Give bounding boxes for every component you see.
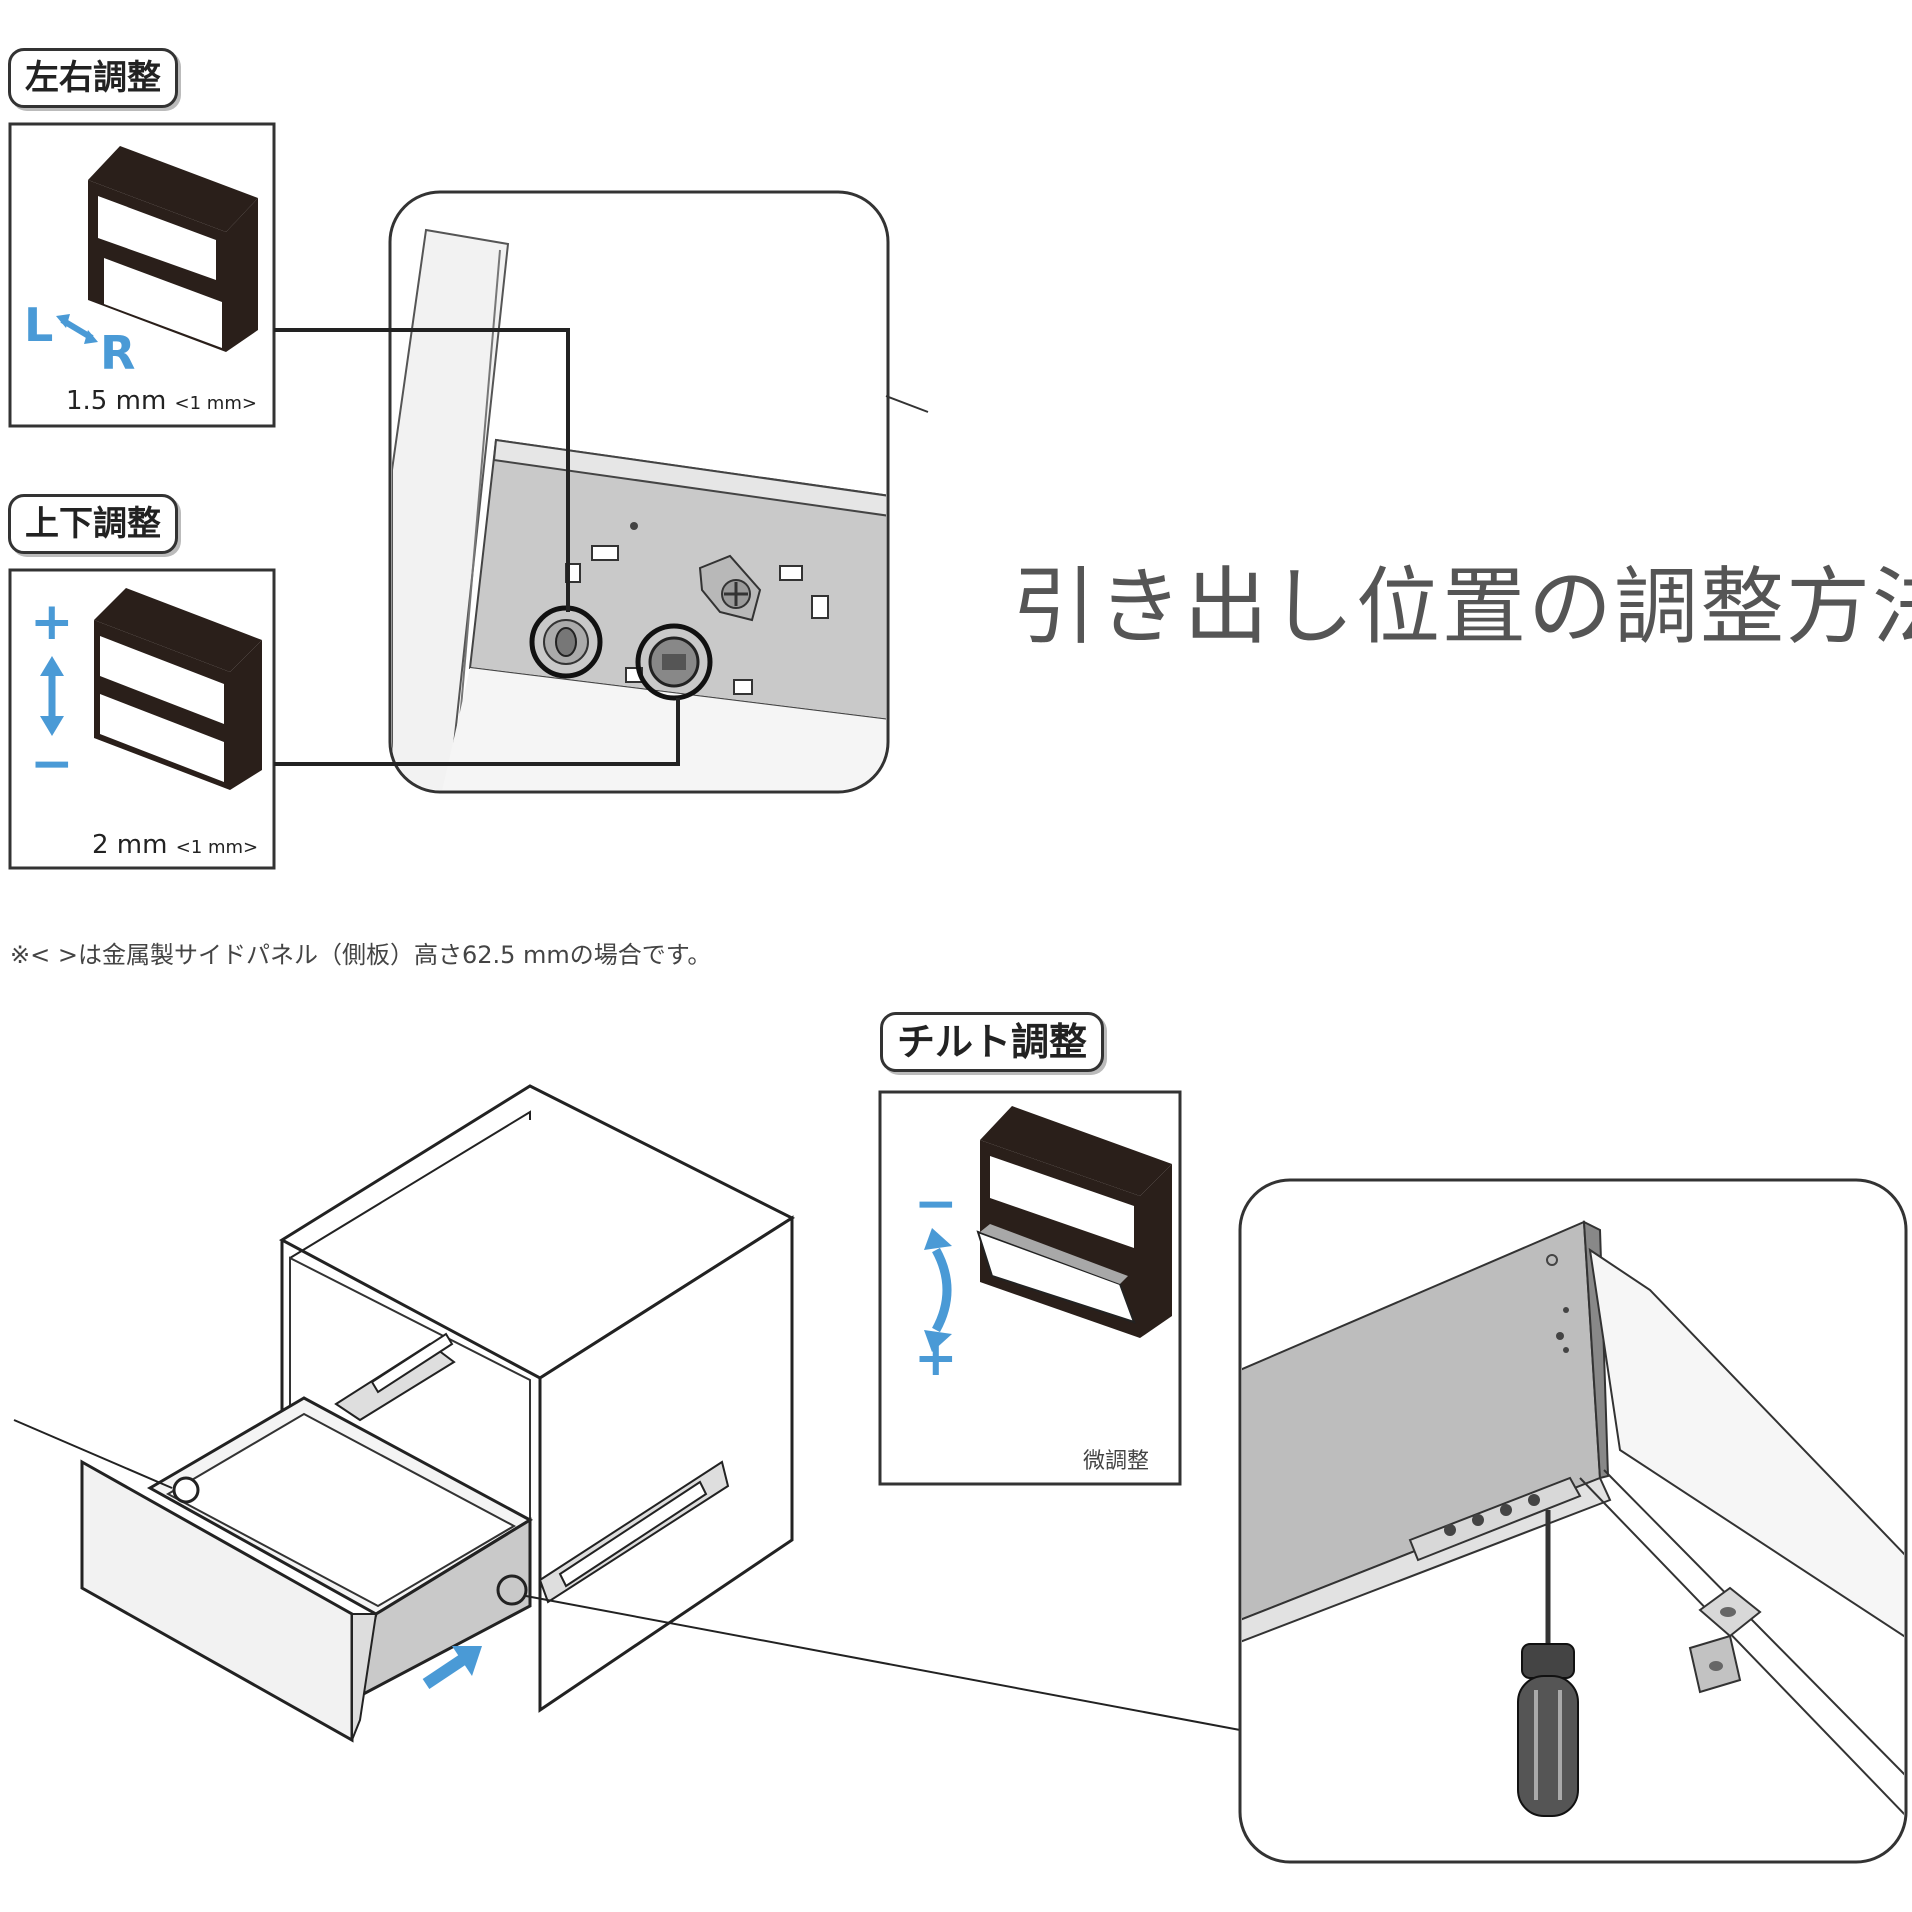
double-arrow-vertical-icon [40, 656, 64, 736]
push-arrow-icon [422, 1646, 482, 1689]
drawer-rail-left [334, 1332, 456, 1422]
drawer-rail-right [538, 1460, 730, 1604]
tilt-plus-sign: + [914, 1328, 958, 1388]
zoom-target-circle [496, 1574, 528, 1606]
page-title: 引き出し位置の調整方法 [1012, 558, 1912, 656]
lateral-connector-line [274, 328, 570, 612]
vertical-range-value: 2 mm [92, 830, 168, 860]
footnote: ※< >は金属製サイドパネル（側板）高さ62.5 mmの場合です。 [10, 941, 712, 969]
tilt-minus-sign: − [914, 1174, 958, 1234]
vertical-minus-sign: − [30, 734, 74, 794]
tilt-cam-detail [698, 554, 762, 622]
right-letter: R [100, 326, 136, 380]
cabinet-drawer-illustration [13, 1084, 1241, 1743]
lateral-drawer-unit-illustration [88, 146, 258, 352]
curved-double-arrow-icon [924, 1228, 952, 1352]
vertical-adjust-screw [635, 623, 713, 701]
lateral-range-value: 1.5 mm [66, 386, 167, 416]
vertical-adjust-box [8, 568, 276, 870]
vertical-plus-sign: + [30, 592, 74, 652]
screwdriver-icon [1517, 1510, 1579, 1817]
lateral-adjust-box [8, 122, 276, 428]
tilt-adjust-box [878, 1090, 1182, 1486]
vertical-drawer-unit-illustration [94, 588, 262, 790]
tilt-adjust-label: チルト調整 [880, 1012, 1105, 1072]
vertical-connector-line [274, 698, 680, 766]
lateral-range: 1.5 mm <1 mm> [66, 386, 257, 416]
magnified-drawer-front-view [388, 190, 929, 794]
lateral-range-alt: <1 mm> [174, 393, 257, 414]
vertical-range: 2 mm <1 mm> [92, 830, 258, 860]
left-letter: L [24, 298, 54, 352]
lateral-adjust-label: 左右調整 [8, 48, 178, 108]
vertical-adjust-label: 上下調整 [8, 494, 178, 554]
magnified-rail-adjust-view [1238, 1178, 1908, 1864]
tilt-drawer-unit-illustration [976, 1106, 1172, 1338]
vertical-range-alt: <1 mm> [175, 837, 259, 858]
double-arrow-horizontal-icon [56, 314, 98, 344]
angle-bracket-detail [1688, 1586, 1762, 1694]
fine-adjust-text: 微調整 [1083, 1449, 1150, 1474]
